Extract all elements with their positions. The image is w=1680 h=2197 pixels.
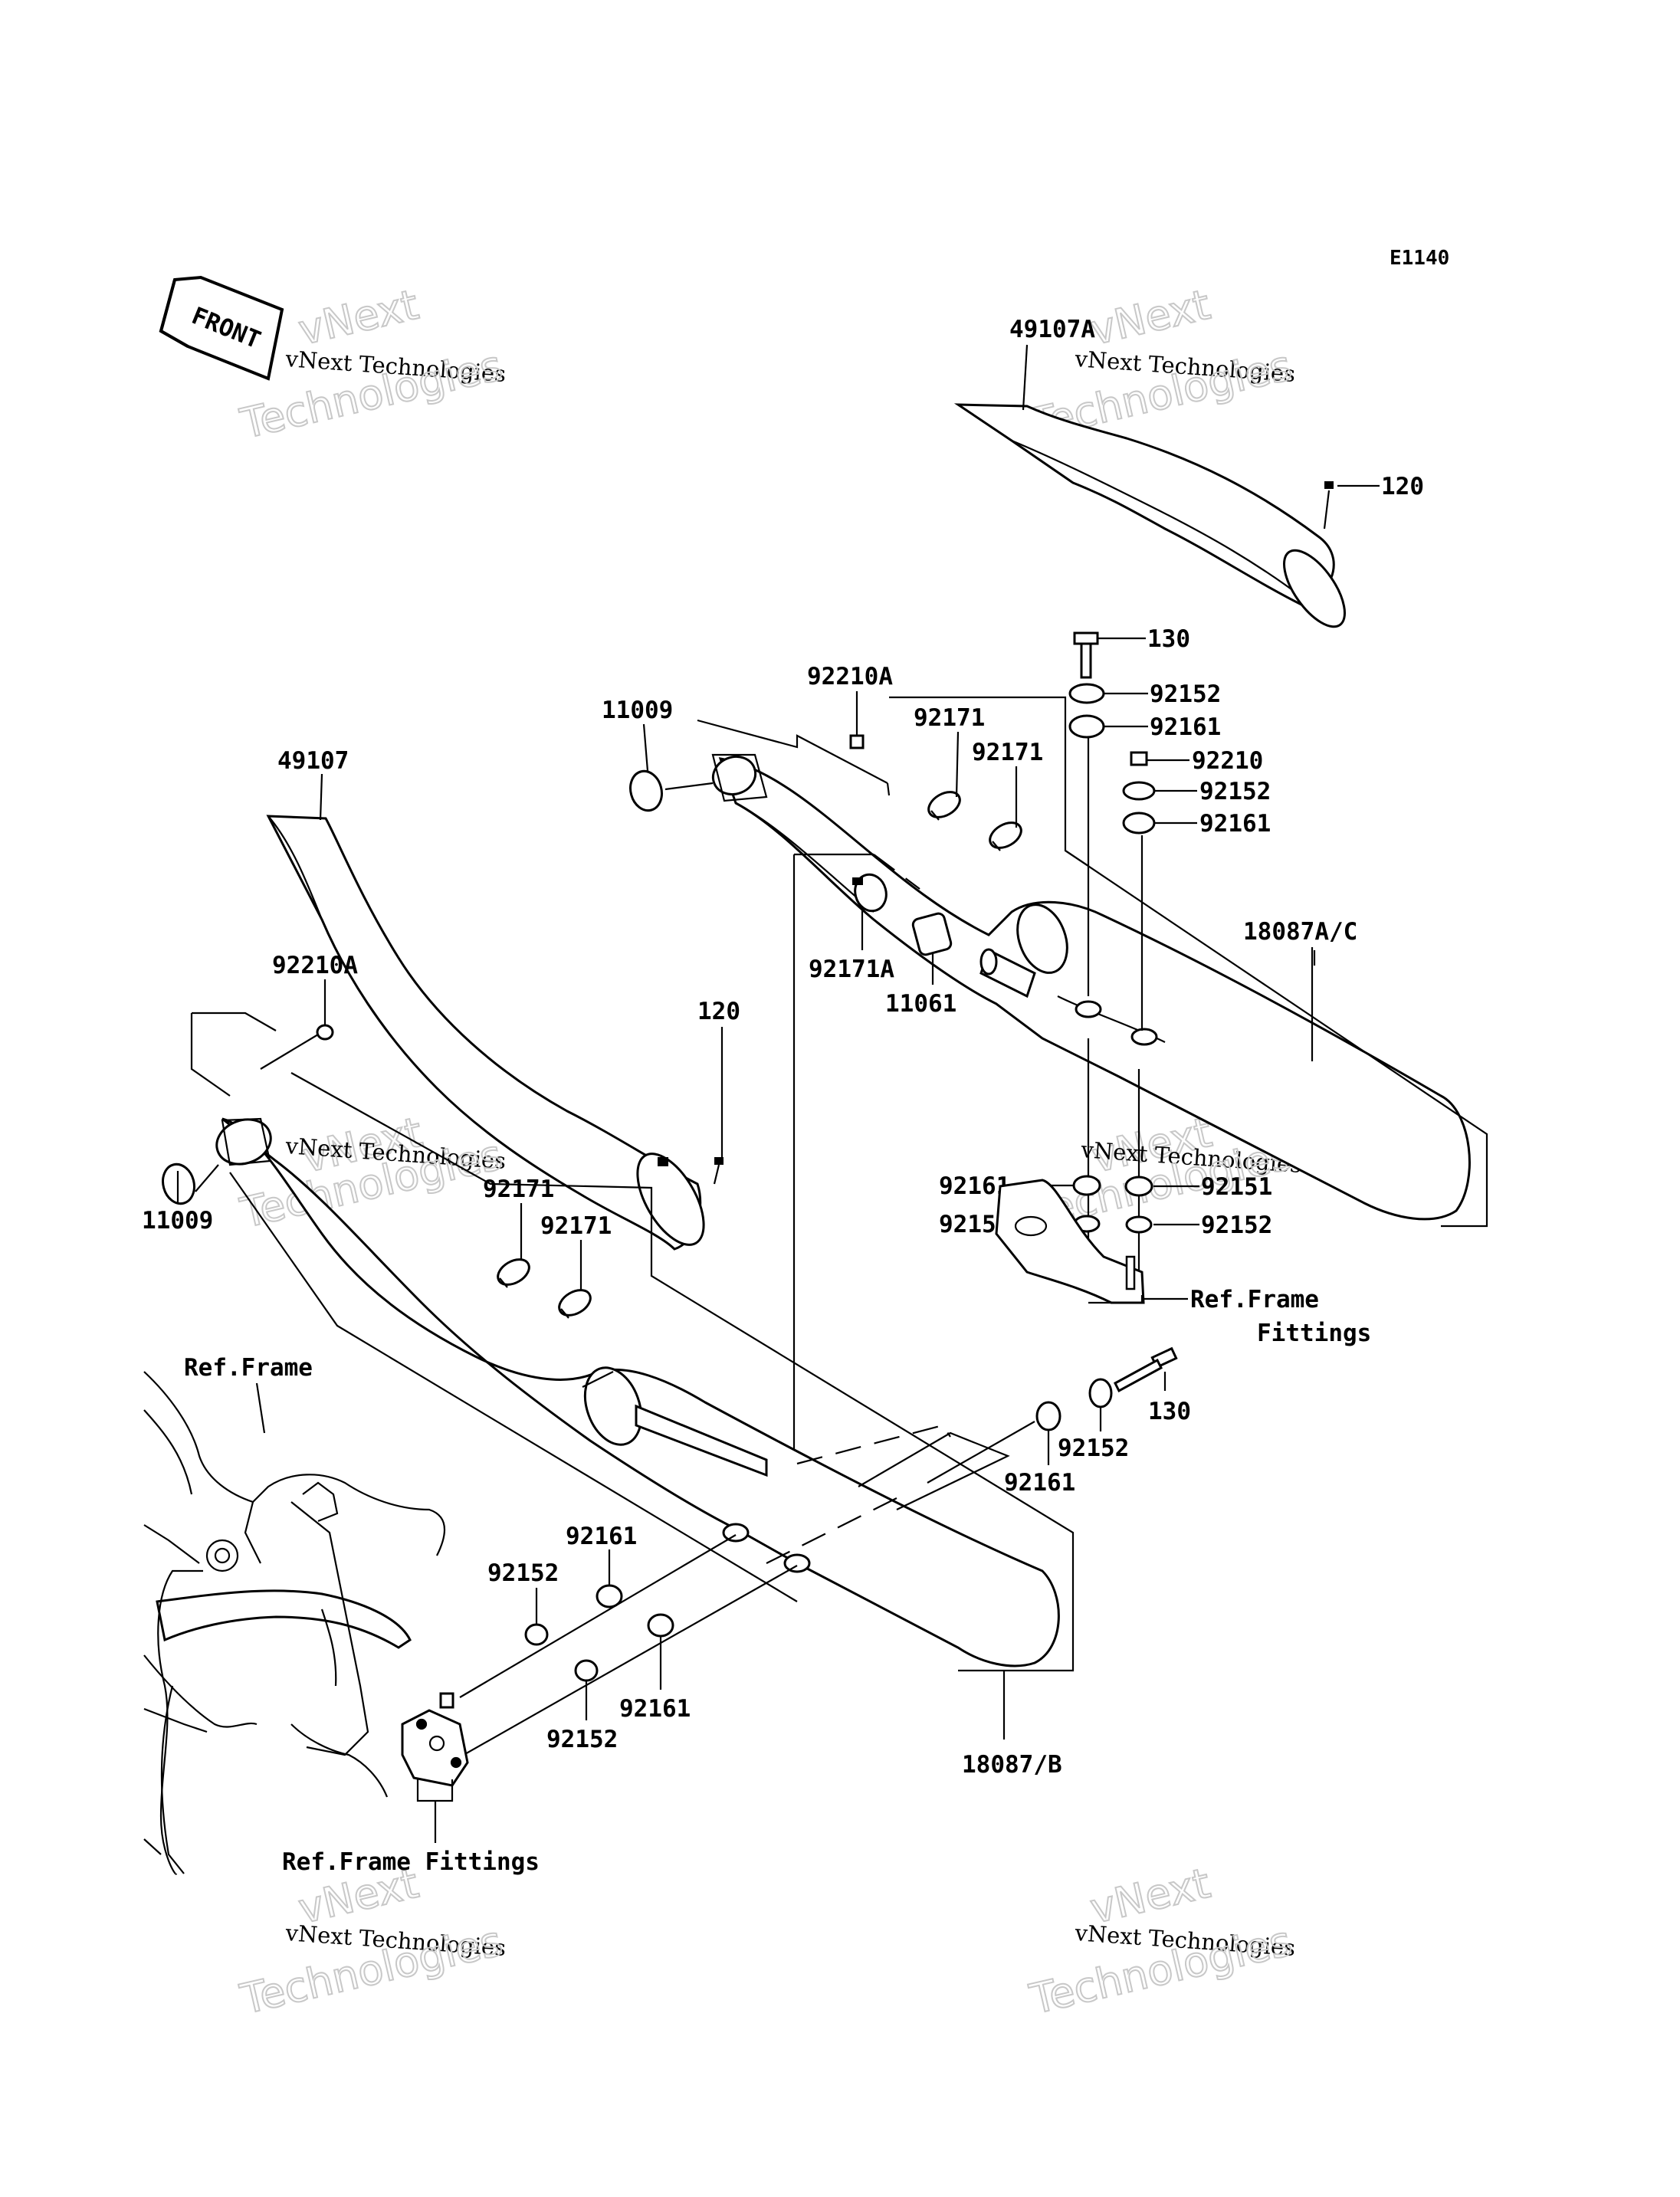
label-92152-a: 92152: [1150, 680, 1221, 708]
washer-92152-a: [1068, 683, 1105, 704]
watermark-bottom-left: vNext vNext Technologies Technologies: [235, 1858, 507, 2025]
watermark-bottom-right: vNext vNext Technologies Technologies: [1025, 1858, 1297, 2025]
grommet-92161-c: [1072, 1175, 1101, 1196]
muffler-18087AC: [711, 753, 1471, 1221]
label-92210A-top: 92210A: [807, 663, 893, 690]
front-arrow-icon: FRONT: [159, 275, 284, 381]
nut-92210A-left: [316, 1024, 334, 1041]
label-120-top: 120: [1381, 473, 1424, 500]
washer-92152-e: [1088, 1378, 1113, 1408]
washer-92152-d: [1125, 1215, 1153, 1234]
svg-text:vNext: vNext: [1086, 280, 1215, 355]
washer-92152-b: [1122, 781, 1156, 801]
clamp-92171-d: [558, 1289, 592, 1319]
label-92171-c: 92171: [483, 1176, 554, 1203]
label-92161-f: 92161: [619, 1695, 691, 1723]
grommet-92161-d: [1035, 1401, 1061, 1431]
clamp-92171-a: [927, 791, 961, 821]
label-ref-frame-fittings-right-1: Ref.Frame: [1190, 1286, 1319, 1313]
heat-shield-49107: [266, 815, 705, 1251]
label-92171-d: 92171: [540, 1212, 612, 1240]
nut-92210: [1130, 751, 1148, 766]
grommet-92151: [1124, 1176, 1153, 1197]
label-92152-g: 92152: [546, 1726, 618, 1753]
label-92152-d: 92152: [1201, 1212, 1272, 1239]
bolt-130-bottom: [1114, 1346, 1178, 1393]
label-11061: 11061: [885, 990, 956, 1018]
grommet-92161-e: [596, 1584, 623, 1608]
label-130-top: 130: [1147, 625, 1190, 653]
watermark-mid-left: vNext vNext Technologies Technologies: [235, 1107, 507, 1238]
label-11009-left: 11009: [142, 1207, 213, 1235]
label-49107: 49107: [277, 747, 349, 775]
label-92161-d: 92161: [1004, 1469, 1075, 1497]
label-92152-b: 92152: [1199, 778, 1271, 805]
label-92171A: 92171A: [809, 956, 894, 983]
frame-bracket-bottom: [401, 1692, 469, 1787]
label-92152-e: 92152: [1058, 1435, 1129, 1462]
label-92210: 92210: [1192, 747, 1263, 775]
watermark-top-left: vNext vNext Technologies Technologies: [235, 280, 507, 449]
label-92161-b: 92161: [1199, 810, 1271, 838]
label-92171-a: 92171: [914, 704, 985, 732]
label-92161-a: 92161: [1150, 713, 1221, 741]
label-11009-top: 11009: [602, 697, 673, 724]
frame-bracket-right: [995, 1179, 1145, 1304]
joint-pipe: [979, 948, 1036, 998]
grommet-92161-b: [1122, 812, 1156, 835]
label-ref-frame-fittings-right-2: Fittings: [1257, 1320, 1371, 1347]
collar-11061: [911, 912, 953, 956]
label-ref-frame: Ref.Frame: [184, 1354, 313, 1382]
label-ref-frame-fittings-bottom: Ref.Frame Fittings: [282, 1848, 540, 1876]
clamp-92171-c: [497, 1258, 530, 1288]
nut-92210A-top: [849, 734, 865, 749]
label-92171-b: 92171: [972, 739, 1043, 766]
label-92152-f: 92152: [487, 1559, 559, 1587]
muffler-18087B: [215, 1117, 1060, 1667]
grommet-92161-a: [1068, 714, 1105, 739]
label-92210A-left: 92210A: [272, 952, 358, 979]
frame-reference-drawing: [143, 1371, 446, 1875]
screw-120-top: [1323, 481, 1334, 530]
label-92161-e: 92161: [566, 1523, 637, 1550]
clamp-92171-b: [989, 821, 1022, 851]
grommet-92161-f: [647, 1613, 674, 1638]
clamp-92171A: [852, 873, 888, 913]
washer-92152-g: [574, 1659, 599, 1682]
label-18087B: 18087/B: [962, 1751, 1062, 1779]
bolt-130-top: [1073, 631, 1099, 679]
label-49107A: 49107A: [1009, 316, 1095, 343]
gasket-11009-top: [629, 769, 663, 812]
label-120-mid: 120: [697, 998, 740, 1025]
screw-120-mid: [713, 1157, 724, 1185]
diagram-code: E1140: [1390, 247, 1449, 270]
label-92151: 92151: [1201, 1173, 1272, 1201]
label-18087AC: 18087A/C: [1243, 918, 1357, 946]
svg-text:vNext: vNext: [294, 280, 423, 355]
washer-92152-f: [524, 1623, 549, 1646]
label-130-bottom: 130: [1148, 1398, 1191, 1425]
heat-shield-49107A: [953, 403, 1347, 628]
